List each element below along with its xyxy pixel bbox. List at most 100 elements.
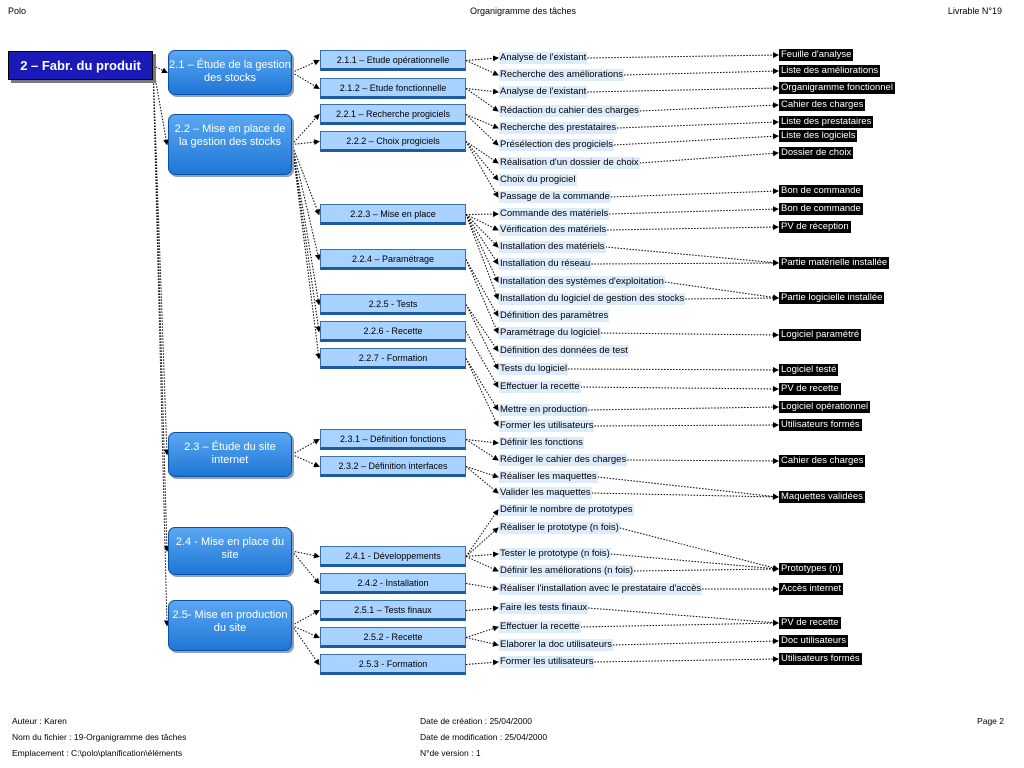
wbs-task-2-1-2[interactable]: 2.1.2 – Etude fonctionnelle [320,78,466,99]
wbs-task-2-4-1[interactable]: 2.4.1 - Développements [320,546,466,567]
connector-arrow [465,439,499,461]
activity-item[interactable]: Définir les améliorations (n fois) [499,565,635,577]
wbs-task-2-3-1[interactable]: 2.3.1 – Définition fonctions [320,429,466,450]
activity-item[interactable]: Tests du logiciel [499,363,569,375]
deliverable-badge: Doc utilisateurs [779,635,848,647]
activity-item[interactable]: Réaliser l'installation avec le prestata… [499,583,703,595]
header-center: Organigramme des tâches [469,6,577,16]
connector-arrow [605,246,779,266]
activity-item[interactable]: Recherche des prestataires [499,122,618,134]
activity-item[interactable]: Réalisation d'un dossier de choix [499,157,640,169]
connector-arrow [465,466,499,494]
deliverable-badge: Cahier des charges [779,455,866,467]
connector-arrow [465,556,499,572]
wbs-task-2-4-2[interactable]: 2.4.2 - Installation [320,573,466,594]
wbs-task-2-2-2[interactable]: 2.2.2 – Choix progiciels [320,131,466,152]
deliverable-badge: Dossier de choix [779,147,854,159]
activity-item[interactable]: Définition des données de test [499,345,629,357]
activity-item[interactable]: Tester le prototype (n fois) [499,548,611,560]
activity-item[interactable]: Vérification des matériels [499,224,608,236]
footer-modified: Date de modification : 25/04/2000 [420,732,548,742]
connector-arrow [568,366,779,373]
wbs-task-2-5-2[interactable]: 2.5.2 - Recette [320,627,466,648]
activity-item[interactable]: Réaliser le prototype (n fois) [499,522,620,534]
connector-arrow [607,224,779,231]
wbs-task-2-1-1[interactable]: 2.1.1 – Etude opérationnelle [320,50,466,71]
connector-arrow [617,119,779,129]
activity-item[interactable]: Former les utilisateurs [499,656,595,668]
wbs-task-2-2-1[interactable]: 2.2.1 – Recherche progiciels [320,104,466,125]
connector-arrow [152,65,170,627]
connector-arrow [612,638,779,646]
activity-item[interactable]: Définir les fonctions [499,437,584,449]
deliverable-badge: Feuille d'analyse [779,49,854,61]
wbs-task-2-5-3[interactable]: 2.5.3 - Formation [320,654,466,675]
activity-item[interactable]: Analyse de l'existant [499,52,588,64]
connector-arrow [588,607,779,626]
wbs-task-2-2-7[interactable]: 2.2.7 - Formation [320,348,466,369]
connector-arrow [291,550,320,585]
activity-item[interactable]: Analyse de l'existant [499,86,588,98]
wbs-task-2-2-5[interactable]: 2.2.5 - Tests [320,294,466,315]
activity-item[interactable]: Valider les maquettes [499,487,592,499]
activity-item[interactable]: Définition des paramètres [499,310,610,322]
wbs-node-2-5[interactable]: 2.5- Mise en production du site [168,600,292,651]
connector-arrow [465,88,499,95]
activity-item[interactable]: Faire les tests finaux [499,602,589,614]
activity-item[interactable]: Mettre en production [499,404,589,416]
wbs-task-2-5-1[interactable]: 2.5.1 – Tests finaux [320,600,466,621]
activity-item[interactable]: Installation des matériels [499,241,606,253]
activity-item[interactable]: Recherche des améliorations [499,69,625,81]
activity-item[interactable]: Rédaction du cahier des charges [499,105,640,117]
deliverable-badge: Liste des améliorations [779,65,881,77]
connector-arrow [291,139,320,146]
activity-item[interactable]: Présélection des progiciels [499,139,615,151]
wbs-task-2-2-3[interactable]: 2.2.3 – Mise en place [320,204,466,225]
activity-item[interactable]: Rédiger le cahier des charges [499,454,628,466]
wbs-node-2-1[interactable]: 2.1 – Étude de la gestion des stocks [168,50,292,95]
connector-arrow [624,68,779,76]
activity-item[interactable]: Installation des systèmes d'exploitation [499,276,665,288]
connector-arrow [291,625,320,639]
connector-arrow [591,492,779,500]
wbs-node-2-2[interactable]: 2.2 – Mise en place de la gestion des st… [168,114,292,175]
activity-item[interactable]: Passage de la commande [499,191,611,203]
connector-arrow [634,566,779,573]
connector-arrow [465,304,499,352]
connector-arrow [465,509,499,557]
wbs-node-2-3[interactable]: 2.3 – Étude du site internet [168,432,292,477]
activity-item[interactable]: Installation du logiciel de gestion des … [499,293,686,305]
connector-arrow [465,358,499,411]
connector-arrow [588,404,779,411]
connector-arrow [291,625,320,666]
deliverable-badge: Logiciel testé [779,364,839,376]
activity-item[interactable]: Commande des matériels [499,208,610,220]
activity-item[interactable]: Elaborer la doc utilisateurs [499,639,613,651]
activity-item[interactable]: Former les utilisateurs [499,420,595,432]
activity-item[interactable]: Installation du réseau [499,258,592,270]
connector-arrow [465,141,499,164]
connector-arrow [609,206,779,215]
deliverable-badge: PV de recette [779,383,841,395]
root-node[interactable]: 2 – Fabr. du produit [8,51,153,80]
connector-arrow [613,133,779,146]
connector-arrow [465,114,499,129]
connector-arrow [610,553,779,572]
wbs-task-2-3-2[interactable]: 2.3.2 – Définition interfaces [320,456,466,477]
deliverable-badge: Logiciel paramétré [779,329,862,341]
activity-item[interactable]: Définir le nombre de prototypes [499,504,634,516]
deliverable-badge: Utilisateurs formés [779,653,862,665]
connector-arrow [465,114,499,146]
footer-author: Auteur : Karen [12,716,67,726]
wbs-node-2-4[interactable]: 2.4 - Mise en place du site [168,527,292,575]
activity-item[interactable]: Paramétrage du logiciel [499,327,601,339]
activity-item[interactable]: Réaliser les maquettes [499,471,598,483]
activity-item[interactable]: Effectuer la recette [499,381,581,393]
activity-item[interactable]: Choix du progiciel [499,174,577,186]
deliverable-badge: Utilisateurs formés [779,419,862,431]
wbs-task-2-2-6[interactable]: 2.2.6 - Recette [320,321,466,342]
wbs-task-2-2-4[interactable]: 2.2.4 – Paramétrage [320,249,466,270]
connector-arrow [587,52,779,59]
activity-item[interactable]: Effectuer la recette [499,621,581,633]
